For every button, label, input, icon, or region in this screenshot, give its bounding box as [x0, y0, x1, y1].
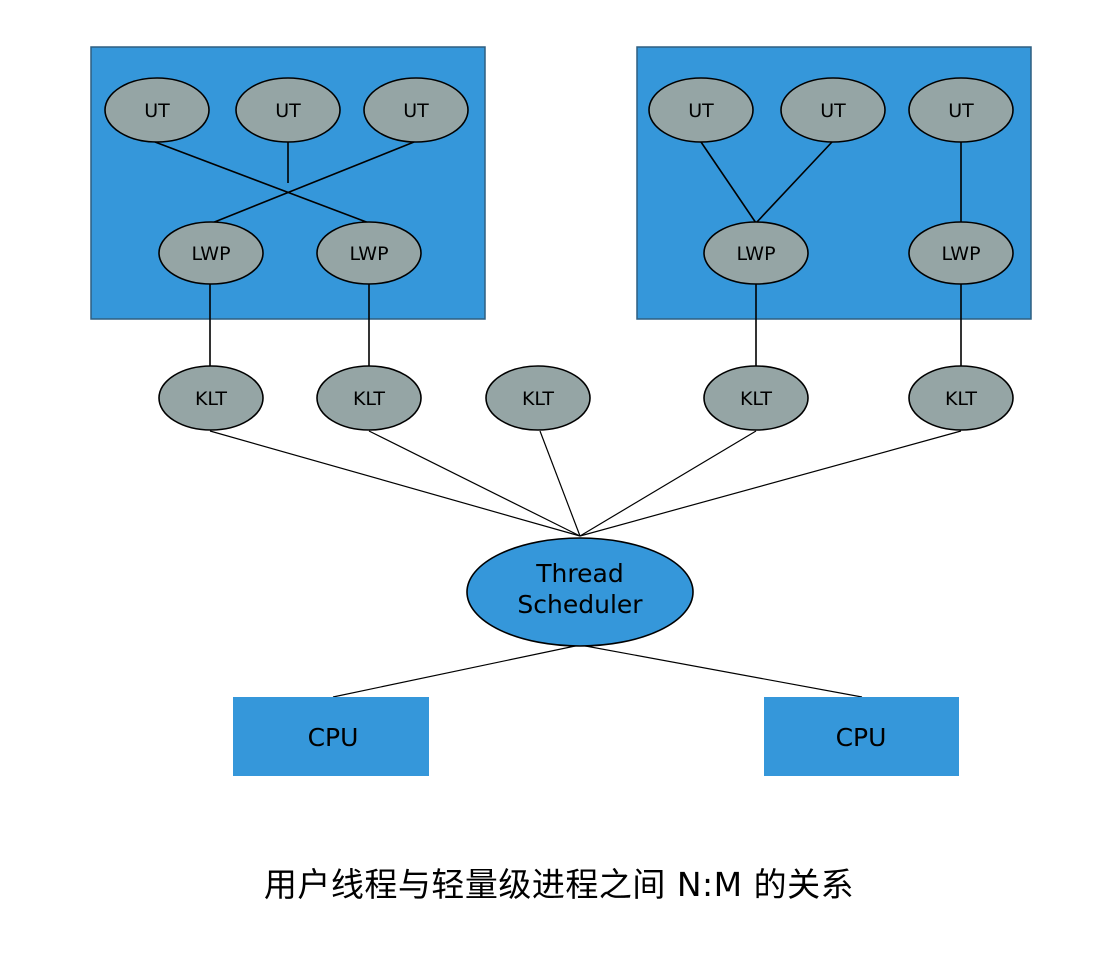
lwp-label: LWP [736, 243, 775, 265]
lwp-label: LWP [941, 243, 980, 265]
user-thread-node: UT [363, 77, 469, 143]
user-thread-label: UT [144, 100, 170, 122]
edge-klt4-scheduler [579, 430, 757, 537]
user-thread-node: UT [908, 77, 1014, 143]
edge-ut1-lwp2 [154, 141, 370, 224]
user-thread-node: UT [780, 77, 886, 143]
user-thread-label: UT [688, 100, 714, 122]
edge-scheduler-cpu2 [579, 644, 863, 698]
kernel-thread-label: KLT [353, 388, 385, 410]
lwp-node: LWP [703, 221, 809, 285]
cpu-box: CPU [233, 697, 429, 776]
user-thread-node: UT [648, 77, 754, 143]
edge-klt1-scheduler [209, 430, 581, 537]
edge-p2-ut2-lwp1 [755, 141, 833, 224]
kernel-thread-node: KLT [908, 365, 1014, 431]
edge-klt5-scheduler [579, 430, 962, 537]
scheduler-label-line2: Scheduler [517, 590, 643, 619]
user-thread-label: UT [275, 100, 301, 122]
edge-p2-ut1-lwp1 [700, 141, 757, 224]
user-thread-node: UT [235, 77, 341, 143]
edge-klt2-scheduler [368, 430, 581, 537]
edge-klt3-scheduler [539, 430, 581, 537]
lwp-label: LWP [349, 243, 388, 265]
edge-scheduler-cpu1 [332, 644, 581, 698]
cpu-label: CPU [836, 723, 887, 752]
scheduler-label-line1: Thread [535, 559, 623, 588]
kernel-thread-label: KLT [522, 388, 554, 410]
thread-scheduler-node: Thread Scheduler [466, 537, 694, 647]
lwp-node: LWP [908, 221, 1014, 285]
user-thread-label: UT [948, 100, 974, 122]
lwp-node: LWP [316, 221, 422, 285]
cpu-label: CPU [308, 723, 359, 752]
kernel-thread-node: KLT [485, 365, 591, 431]
lwp-node: LWP [158, 221, 264, 285]
kernel-thread-label: KLT [195, 388, 227, 410]
kernel-thread-node: KLT [158, 365, 264, 431]
cpu-box: CPU [764, 697, 959, 776]
kernel-thread-label: KLT [740, 388, 772, 410]
kernel-thread-label: KLT [945, 388, 977, 410]
kernel-thread-node: KLT [316, 365, 422, 431]
lwp-label: LWP [191, 243, 230, 265]
user-thread-label: UT [820, 100, 846, 122]
diagram-caption: 用户线程与轻量级进程之间 N:M 的关系 [263, 865, 855, 904]
edge-ut3-lwp1 [211, 141, 415, 224]
kernel-thread-node: KLT [703, 365, 809, 431]
user-thread-label: UT [403, 100, 429, 122]
user-thread-node: UT [104, 77, 210, 143]
